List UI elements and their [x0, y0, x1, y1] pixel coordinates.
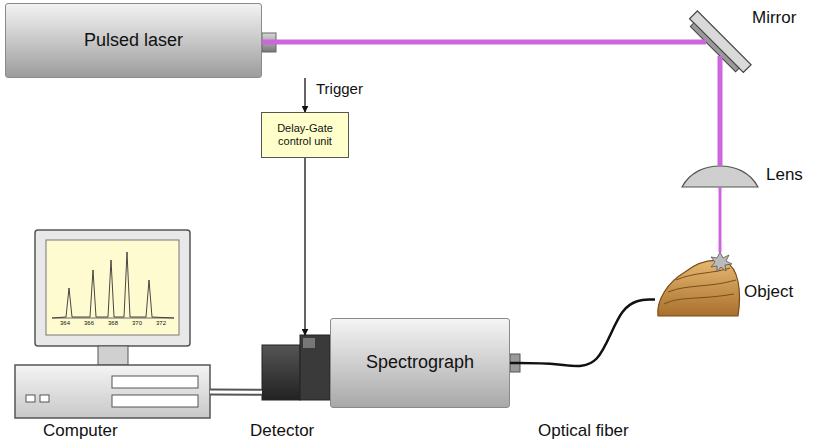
- axis-tick-label: 364: [60, 320, 70, 326]
- laser-beam: [718, 56, 723, 166]
- trigger-arrow: [305, 78, 306, 112]
- laser-beam: [262, 40, 706, 45]
- part-label: Lens: [766, 165, 803, 185]
- part-label: Optical fiber: [538, 421, 629, 441]
- part-label: Detector: [250, 421, 314, 441]
- detector-node: Detector: [262, 335, 330, 400]
- gate-arrow: [305, 158, 306, 335]
- axis-tick-label: 368: [108, 320, 118, 326]
- optical-fiber: [510, 300, 655, 367]
- box-title: Delay-Gate control unit: [262, 122, 348, 148]
- laser-beam: [720, 56, 721, 166]
- laser-box: Pulsed laser: [5, 3, 262, 78]
- data-cable: [210, 391, 262, 394]
- detector-illustration: [262, 335, 330, 400]
- box-title: Spectrograph: [366, 352, 474, 374]
- laser-beam: [720, 187, 721, 252]
- spectrograph-box: Spectrograph: [330, 318, 510, 408]
- axis-tick-label: 372: [156, 320, 166, 326]
- mirror-node: Mirror: [706, 28, 734, 56]
- box-title: Pulsed laser: [84, 30, 183, 52]
- gate-arrow: [304, 158, 305, 335]
- edge-label: Trigger: [316, 80, 363, 97]
- control-box: Delay-Gate control unit: [261, 112, 349, 158]
- optical-fiber: [510, 300, 655, 367]
- trigger-arrow: [304, 78, 305, 112]
- part-label: Mirror: [752, 8, 796, 28]
- computer-illustration: [15, 230, 210, 418]
- part-label: Computer: [43, 421, 118, 441]
- laser-beam: [719, 187, 722, 252]
- object-sample: [658, 252, 740, 316]
- axis-tick-label: 370: [132, 320, 142, 326]
- data-cable: [210, 392, 262, 393]
- data-cable: [210, 389, 262, 396]
- lens-shape: [682, 166, 758, 187]
- laser-beam: [262, 42, 706, 43]
- axis-tick-label: 366: [84, 320, 94, 326]
- part-label: Object: [744, 282, 793, 302]
- object-node: Object: [655, 252, 740, 318]
- lens-node: Lens: [682, 166, 758, 187]
